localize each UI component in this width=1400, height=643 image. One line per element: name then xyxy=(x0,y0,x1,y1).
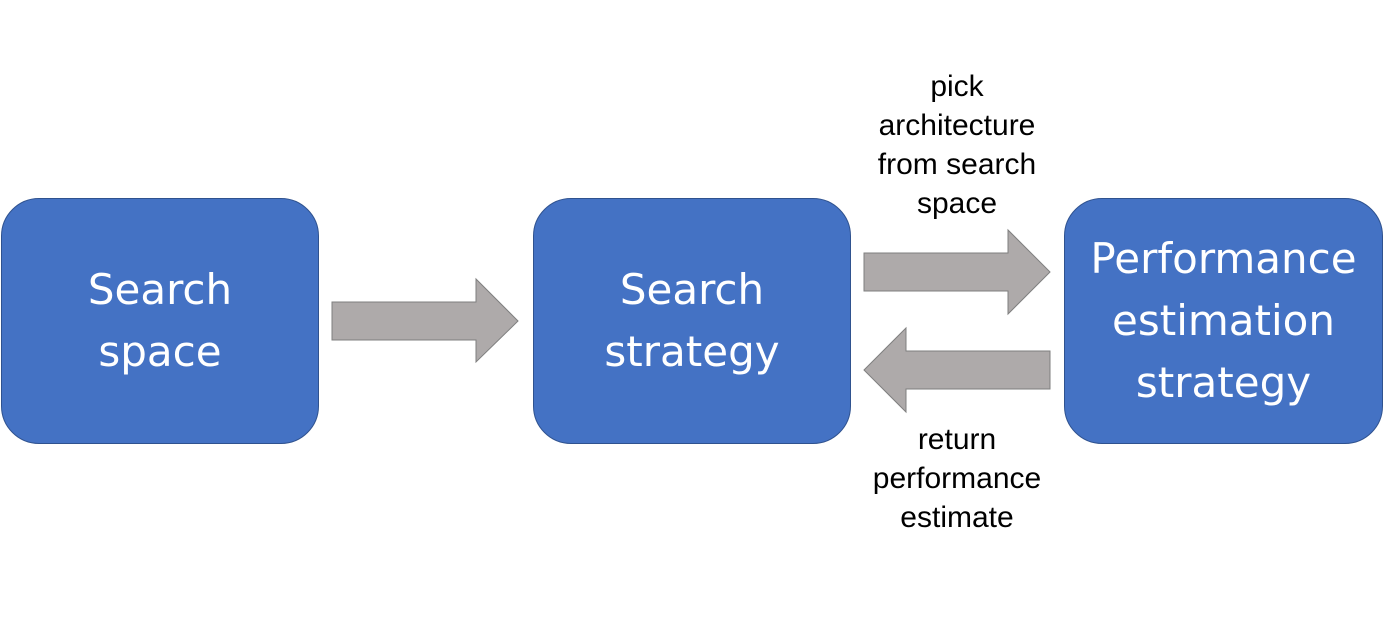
search-strategy-label: Search strategy xyxy=(604,265,780,376)
return-performance-label: return performance estimate xyxy=(872,423,1042,534)
search-space-node: Search space xyxy=(1,198,319,444)
performance-estimation-strategy-node: Performance estimation strategy xyxy=(1064,198,1383,444)
arrow-space-to-strategy xyxy=(331,277,519,364)
performance-estimation-strategy-label: Performance estimation strategy xyxy=(1090,234,1357,407)
arrow-return-performance xyxy=(863,326,1051,414)
search-space-label: Search space xyxy=(87,265,233,376)
arrow-pick-architecture xyxy=(863,228,1051,316)
pick-architecture-label: pick architecture from search space xyxy=(877,70,1037,220)
search-strategy-node: Search strategy xyxy=(533,198,851,444)
